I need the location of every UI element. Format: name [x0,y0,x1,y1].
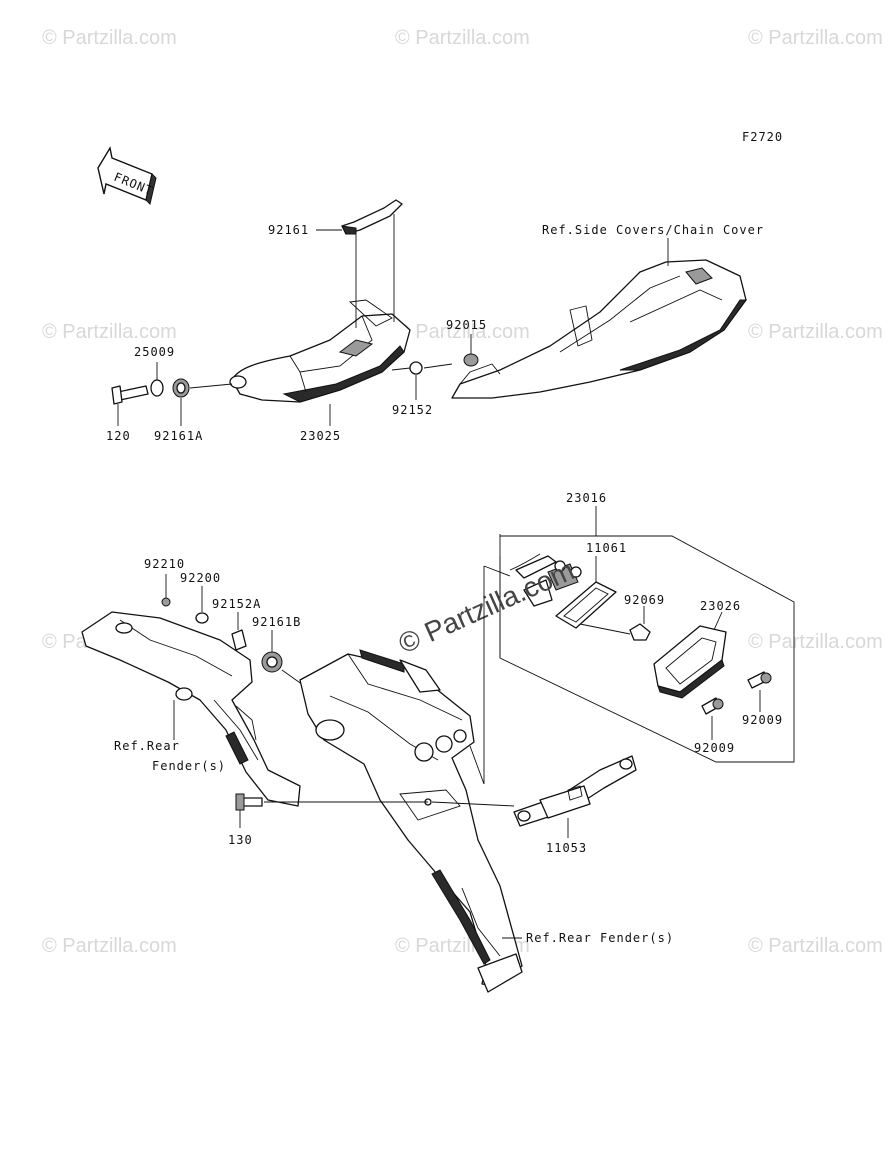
front-arrow-icon: FRONT [97,146,157,205]
license-bracket-11053 [513,755,637,838]
bulb-92069 [579,606,651,641]
part-number-23025: 23025 [300,429,341,443]
part-number-92152A: 92152A [212,597,261,611]
ref-rear-fender-bottom: Ref.Rear Fender(s) [526,931,674,945]
part-number-92009-right: 92009 [742,713,783,727]
rear-fender-center [299,649,523,993]
part-number-92161A: 92161A [154,429,203,443]
part-number-23026: 23026 [700,599,741,613]
part-number-92210: 92210 [144,557,185,571]
fastener-stack-top-left [111,378,233,405]
part-number-92161: 92161 [268,223,309,237]
part-number-92015: 92015 [446,318,487,332]
grommet-92015 [391,353,479,375]
part-number-92200: 92200 [180,571,221,585]
watermark: © Partzilla.com [748,935,883,957]
bracket-92161 [341,199,403,328]
part-number-11061: 11061 [586,541,627,555]
watermark: © Partzilla.com [748,321,883,343]
watermark: © Partzilla.com [42,27,177,49]
small-fasteners-left [161,574,311,691]
part-number-23016: 23016 [566,491,607,505]
part-number-25009: 25009 [134,345,175,359]
watermark: © Partzilla.com [748,631,883,653]
lens-23026 [653,611,727,699]
seat-cowl-23025 [229,299,411,403]
ref-rear-fender-left-line2: Fender(s) [152,759,226,773]
side-cover-assembly [451,238,747,399]
bolt-130 [235,793,515,828]
part-number-92069: 92069 [624,593,665,607]
part-number-11053: 11053 [546,841,587,855]
rear-fender-bracket-left [81,611,301,807]
tail-light-assembly-box [499,506,795,763]
part-number-130: 130 [228,833,253,847]
watermark: © Partzilla.com [42,935,177,957]
screws-92009 [701,671,772,740]
center-watermark: © Partzilla.com [394,554,579,659]
part-number-92161B: 92161B [252,615,301,629]
watermark: © Partzilla.com [395,321,530,343]
watermark: © Partzilla.com [42,321,177,343]
watermark: © Partzilla.com [748,27,883,49]
gasket-11061 [555,556,617,629]
ref-side-covers-chain-cover: Ref.Side Covers/Chain Cover [542,223,764,237]
watermark: © Partzilla.com [395,27,530,49]
part-number-120: 120 [106,429,131,443]
part-number-92009-lower: 92009 [694,741,735,755]
part-number-92152: 92152 [392,403,433,417]
ref-rear-fender-left-line1: Ref.Rear [114,739,180,753]
figure-code: F2720 [742,130,783,144]
license-light-sockets [509,553,582,607]
